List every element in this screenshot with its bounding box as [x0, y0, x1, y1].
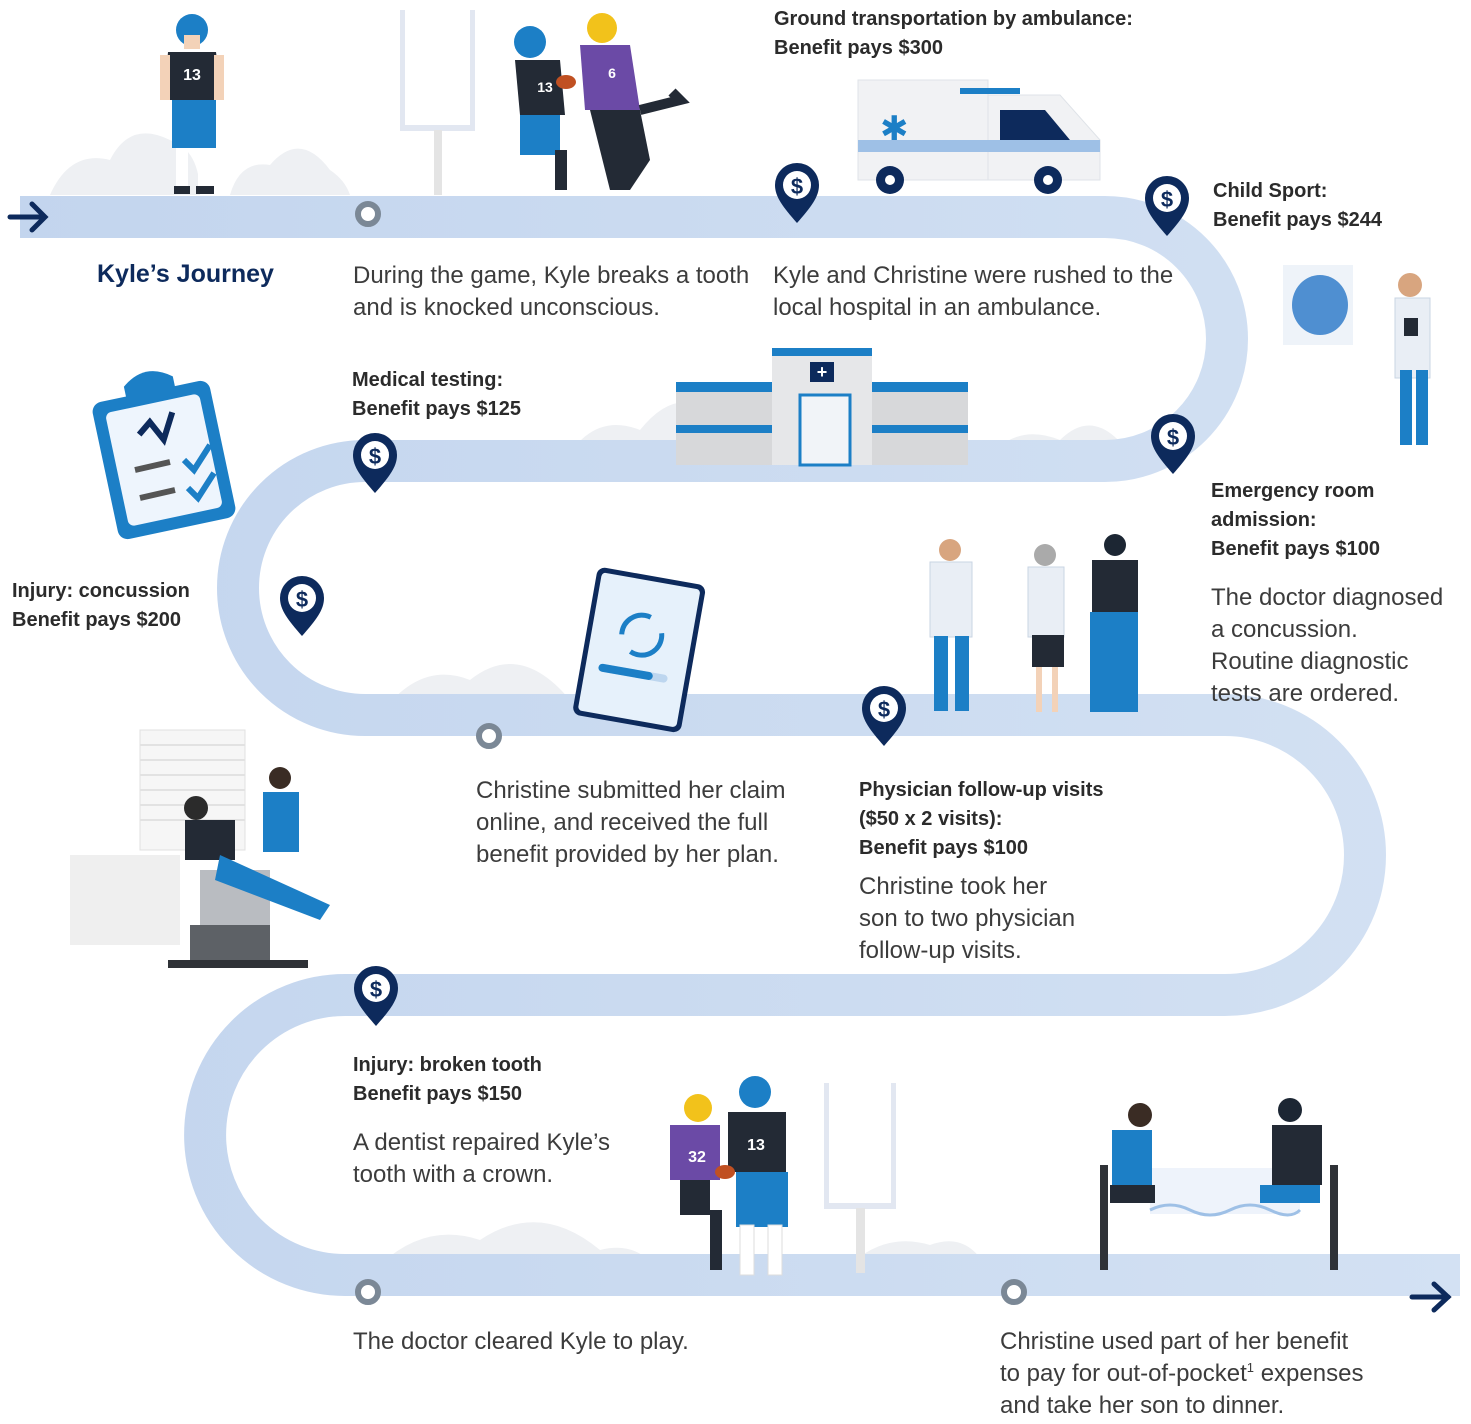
- text-line: Christine used part of her benefit: [1000, 1328, 1349, 1355]
- label-line: Injury: broken tooth: [353, 1054, 542, 1076]
- text-line: a concussion.: [1211, 616, 1358, 643]
- kyle-player-illustration: 13: [160, 14, 224, 194]
- label-line: Benefit pays $300: [774, 37, 943, 59]
- svg-text:$: $: [370, 977, 382, 1002]
- ambulance-benefit-label: Ground transportation by ambulance: Bene…: [774, 5, 1133, 63]
- label-line: Benefit pays $150: [353, 1083, 522, 1105]
- start-arrow-icon: [7, 201, 49, 233]
- step-followup-text: Christine took her son to two physician …: [859, 871, 1075, 967]
- two-players-illustration: 32 13: [670, 1076, 788, 1276]
- milestone-node: [355, 1279, 381, 1305]
- tackling-players-illustration: 13 6: [514, 13, 690, 190]
- hospital-illustration: +: [676, 348, 968, 467]
- svg-text:✱: ✱: [880, 110, 909, 148]
- concussion-benefit-label: Injury: concussion Benefit pays $200: [12, 577, 190, 635]
- journey-road: [20, 196, 1460, 1296]
- goal-post-illustration: [824, 1083, 896, 1273]
- text-line: to pay for out-of-pocket1 expenses: [1000, 1358, 1363, 1390]
- child-sport-benefit-label: Child Sport: Benefit pays $244: [1213, 177, 1382, 235]
- page-title: Kyle’s Journey: [97, 260, 274, 288]
- step-claim-text: Christine submitted her claim online, an…: [476, 775, 785, 871]
- text-fragment: to pay for out-of-pocket: [1000, 1360, 1247, 1387]
- label-line: Injury: concussion: [12, 580, 190, 602]
- text-line: Christine submitted her claim: [476, 777, 786, 804]
- label-line: Physician follow-up visits: [859, 779, 1104, 801]
- label-line: Benefit pays $200: [12, 609, 181, 631]
- dollar-pin-icon: $: [353, 433, 397, 493]
- label-line: Child Sport:: [1213, 180, 1328, 202]
- dentist-illustration: [70, 729, 330, 968]
- text-line: The doctor diagnosed: [1211, 584, 1444, 611]
- text-line: Routine diagnostic: [1211, 648, 1409, 675]
- svg-text:13: 13: [183, 67, 201, 84]
- text-line: online, and received the full: [476, 809, 769, 836]
- step-tooth-text: A dentist repaired Kyle’s tooth with a c…: [353, 1127, 610, 1191]
- tooth-benefit-label: Injury: broken tooth Benefit pays $150: [353, 1051, 542, 1109]
- label-line: Emergency room: [1211, 480, 1375, 502]
- label-line: Benefit pays $100: [859, 837, 1028, 859]
- milestone-nodes: [355, 201, 1027, 1305]
- label-line: Benefit pays $125: [352, 398, 521, 420]
- emergency-benefit-label: Emergency room admission: Benefit pays $…: [1211, 477, 1380, 564]
- medical-testing-benefit-label: Medical testing: Benefit pays $125: [352, 366, 521, 424]
- goal-post-illustration: [400, 10, 475, 195]
- label-line: Benefit pays $244: [1213, 209, 1382, 231]
- footnote-marker: 1: [1246, 1360, 1255, 1375]
- svg-text:$: $: [369, 444, 381, 469]
- svg-text:$: $: [878, 697, 890, 722]
- end-arrow-icon: [1409, 1281, 1452, 1313]
- svg-text:+: +: [817, 362, 828, 382]
- dollar-pin-icon: $: [354, 966, 398, 1026]
- milestone-node: [355, 201, 381, 227]
- dinner-illustration: [1100, 1098, 1338, 1270]
- dollar-pin-icon: $: [775, 163, 819, 223]
- svg-text:$: $: [296, 587, 308, 612]
- svg-text:32: 32: [688, 1149, 706, 1166]
- clipboard-icon: [92, 371, 236, 540]
- text-fragment: expenses: [1254, 1360, 1364, 1387]
- text-line: tooth with a crown.: [353, 1161, 554, 1188]
- svg-text:13: 13: [537, 79, 553, 95]
- doctors-group-illustration: [929, 534, 1138, 712]
- step-ambulance-text: Kyle and Christine were rushed to the lo…: [773, 262, 1174, 321]
- label-line: admission:: [1211, 509, 1317, 531]
- followup-benefit-label: Physician follow-up visits ($50 x 2 visi…: [859, 776, 1104, 863]
- label-line: ($50 x 2 visits):: [859, 808, 1003, 830]
- text-line: A dentist repaired Kyle’s: [353, 1129, 611, 1156]
- svg-text:$: $: [1161, 187, 1173, 212]
- xray-doctor-illustration: [1283, 265, 1431, 445]
- label-line: Ground transportation by ambulance:: [774, 8, 1133, 30]
- step-cleared-text: The doctor cleared Kyle to play.: [353, 1328, 689, 1355]
- text-line: Christine took her: [859, 873, 1048, 900]
- label-line: Medical testing:: [352, 369, 504, 391]
- text-line: benefit provided by her plan.: [476, 841, 779, 868]
- svg-text:6: 6: [608, 65, 616, 81]
- step-game-text: During the game, Kyle breaks a tooth and…: [353, 262, 750, 321]
- milestone-node: [476, 723, 502, 749]
- milestone-node: [1001, 1279, 1027, 1305]
- ambulance-illustration: ✱: [857, 79, 1101, 194]
- svg-text:13: 13: [747, 1137, 765, 1154]
- step-dinner-text: Christine used part of her benefit to pa…: [1000, 1326, 1363, 1422]
- dollar-pin-icon: $: [862, 686, 906, 746]
- text-line: and take her son to dinner.: [1000, 1392, 1285, 1419]
- label-line: Benefit pays $100: [1211, 538, 1380, 560]
- text-line: follow-up visits.: [859, 937, 1022, 964]
- dollar-pin-icon: $: [1145, 176, 1189, 236]
- step-emergency-text: The doctor diagnosed a concussion. Routi…: [1211, 582, 1443, 710]
- text-line: son to two physician: [859, 905, 1076, 932]
- dollar-pin-icon: $: [1151, 414, 1195, 474]
- dollar-pin-icon: $: [280, 576, 324, 636]
- text-line: tests are ordered.: [1211, 680, 1400, 707]
- svg-text:$: $: [1167, 425, 1179, 450]
- svg-text:$: $: [791, 174, 803, 199]
- phone-illustration: [573, 567, 706, 733]
